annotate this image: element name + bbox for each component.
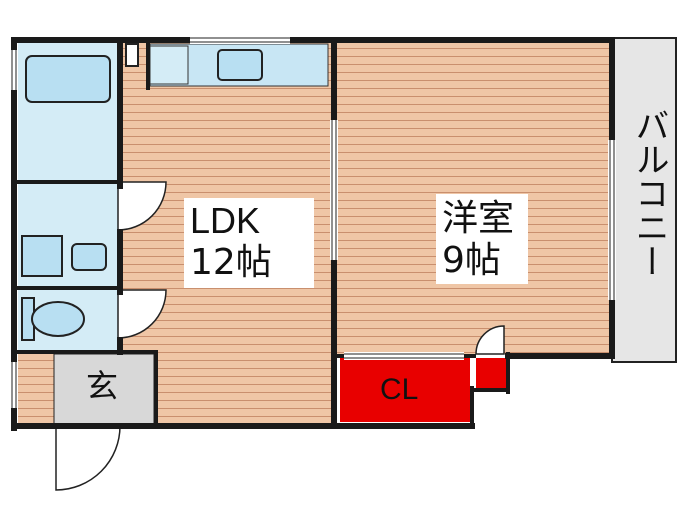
bedroom-name: 洋室 (442, 198, 515, 239)
pillar (125, 43, 139, 67)
ldk-name: LDK (190, 200, 261, 241)
bedroom-size: 9帖 (442, 240, 501, 281)
washbasin (21, 235, 63, 277)
closet-block (340, 358, 470, 422)
storage-door-arc (475, 325, 505, 355)
washing-machine-pan (71, 243, 107, 271)
entrance-label: 玄 (86, 367, 119, 405)
sliding-doors (10, 36, 616, 408)
bathroom-door-arc (117, 181, 167, 231)
fridge-space (149, 45, 189, 85)
entry-door-arc (55, 425, 121, 491)
toilet-bowl (31, 301, 85, 337)
balcony-area (611, 37, 677, 363)
bathtub (25, 55, 111, 103)
closet-label: CL (380, 373, 419, 406)
toilet-door-arc (117, 289, 167, 339)
bedroom-label-box (436, 194, 528, 284)
storage-block (476, 358, 506, 388)
kitchen-sink (217, 49, 263, 81)
ldk-size: 12帖 (190, 242, 272, 283)
entry-hall-floor (18, 354, 54, 424)
ldk-label-box (184, 198, 314, 288)
balcony-label: バルコニー (629, 108, 669, 278)
